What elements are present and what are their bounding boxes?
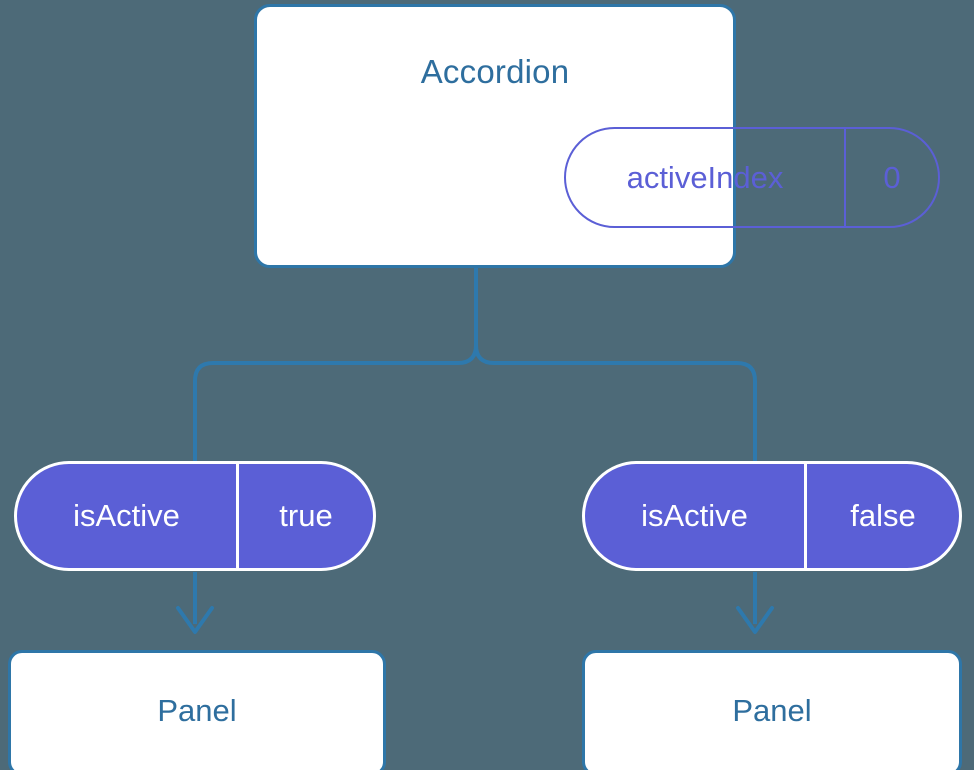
state-pill-value: 0 [883,159,901,195]
prop-pill-key: isActive [585,464,807,568]
panel-title: Panel [157,693,237,728]
prop-pill-key: isActive [17,464,239,568]
panel-component-card-left[interactable]: Panel [8,650,386,770]
prop-pill-is-active-true[interactable]: isActive true [14,461,376,571]
accordion-title: Accordion [420,53,570,90]
connector-root-to-right [474,268,757,461]
prop-pill-value: false [850,498,916,533]
arrow-right-pill-to-panel [736,572,774,634]
state-pill-key: activeIndex [566,129,846,226]
arrow-left-pill-to-panel [176,572,214,634]
accordion-component-card[interactable]: Accordion activeIndex 0 [254,4,940,268]
state-pill-active-index[interactable]: activeIndex 0 [564,127,940,228]
panel-component-card-right[interactable]: Panel [582,650,962,770]
panel-title: Panel [732,693,812,728]
prop-pill-is-active-false[interactable]: isActive false [582,461,962,571]
prop-pill-value: true [279,498,333,533]
connector-root-to-left [193,268,478,461]
